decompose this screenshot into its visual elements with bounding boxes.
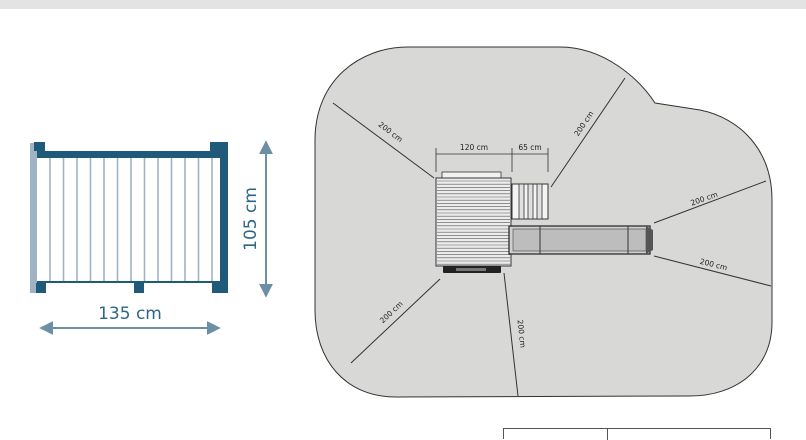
clearance-line-bottom-left (350, 278, 441, 364)
width-dimension-label: 135 cm (98, 304, 162, 324)
foot-right (212, 283, 222, 293)
right-post (220, 142, 228, 293)
ladder-width-label: 65 cm (518, 143, 541, 152)
bottom-rail (37, 281, 222, 283)
tower (435, 171, 512, 273)
foot-left (36, 283, 46, 293)
clearance-line-right-upper (653, 180, 767, 224)
tower-platform (435, 177, 512, 267)
tower-roof-edge (441, 171, 502, 179)
ladder-rung-2 (527, 183, 534, 220)
safety-zone (314, 46, 773, 398)
tower-dimension (435, 148, 549, 172)
foot-center (134, 283, 144, 293)
cap-left (34, 142, 45, 151)
clearance-lines (332, 77, 772, 397)
table-divider (607, 429, 608, 440)
slide (508, 225, 653, 255)
clearance-line-right-lower (653, 255, 772, 287)
tower-planks (437, 180, 510, 265)
left-post (30, 143, 37, 293)
tower-width-label: 120 cm (460, 143, 488, 152)
clearance-line-top-right (550, 77, 626, 188)
tower-base-detail (456, 268, 486, 271)
height-dimension-label: 105 cm (241, 187, 261, 251)
slide-exit (646, 226, 653, 254)
bottom-table-stub (503, 428, 771, 440)
ladder-rung-1 (518, 183, 525, 220)
plan-view: 200 cm 200 cm 200 cm 200 cm 200 cm 200 c… (314, 46, 773, 398)
cap-right (210, 142, 221, 151)
top-rail (37, 151, 222, 158)
clearance-line-bottom (503, 272, 519, 397)
railing-bars (49, 158, 213, 281)
ladder (511, 183, 549, 220)
clearance-label-bottom: 200 cm (516, 319, 528, 348)
top-bar (0, 0, 806, 9)
ladder-rung-3 (536, 183, 543, 220)
railing-side-view: 135 cm 105 cm (30, 140, 273, 335)
slide-chute (512, 228, 647, 252)
clearance-line-top-left (332, 102, 435, 179)
